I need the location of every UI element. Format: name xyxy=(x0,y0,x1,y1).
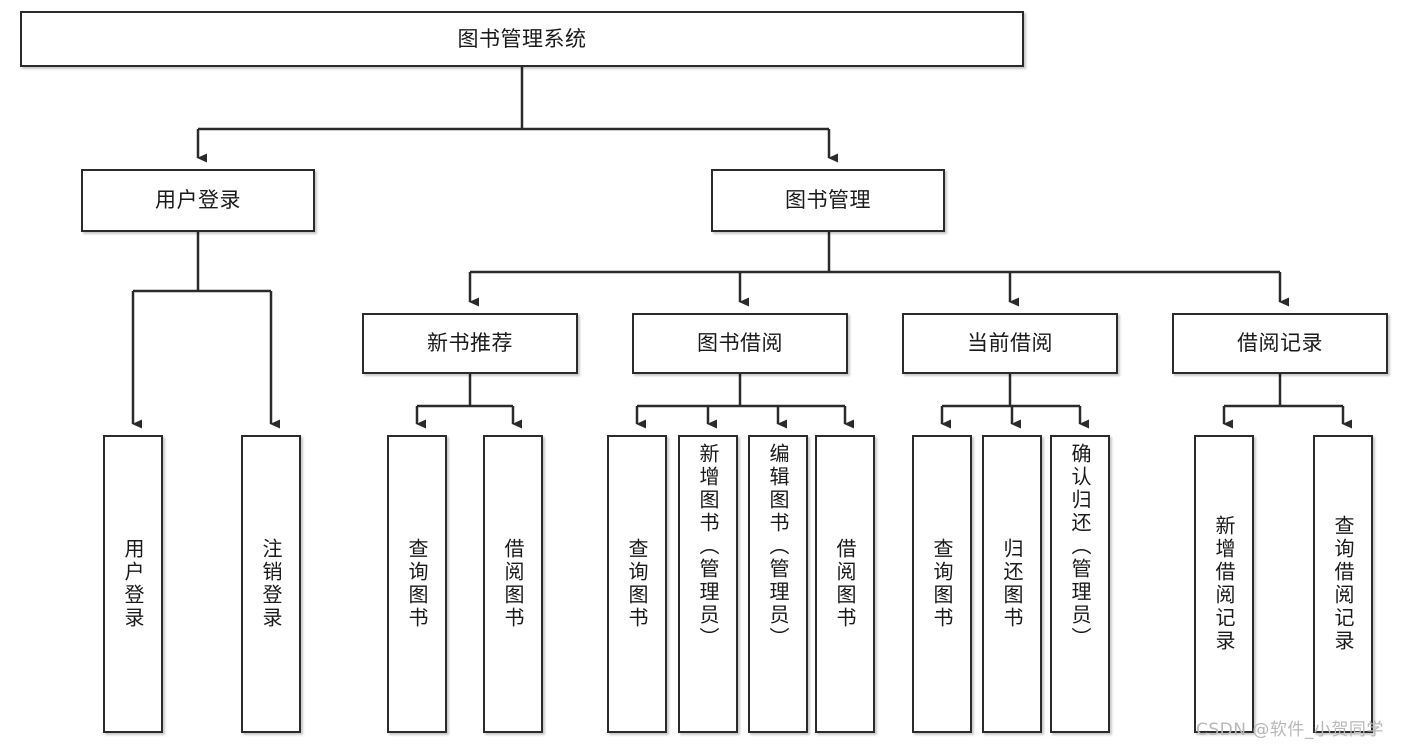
node-leaf-query-book-1-label: 查询图书 xyxy=(405,538,429,630)
node-leaf-query-book-2[interactable]: 查询图书 xyxy=(607,435,667,733)
node-leaf-logout-login-label: 注销登录 xyxy=(259,538,283,630)
node-leaf-query-book-1[interactable]: 查询图书 xyxy=(387,435,447,733)
node-user-login-label: 用户登录 xyxy=(155,188,241,213)
node-leaf-borrow-book-1-label: 借阅图书 xyxy=(501,538,525,630)
node-leaf-edit-book-admin-label: 编辑图书（管理员） xyxy=(766,443,790,650)
node-leaf-confirm-return-admin-label: 确认归还（管理员） xyxy=(1068,443,1092,650)
node-leaf-edit-book-admin[interactable]: 编辑图书（管理员） xyxy=(748,435,808,733)
node-leaf-query-borrow-record[interactable]: 查询借阅记录 xyxy=(1313,435,1373,733)
node-new-book-recommend[interactable]: 新书推荐 xyxy=(362,313,578,374)
node-leaf-query-book-2-label: 查询图书 xyxy=(625,538,649,630)
node-book-borrow[interactable]: 图书借阅 xyxy=(632,313,848,374)
node-leaf-confirm-return-admin[interactable]: 确认归还（管理员） xyxy=(1050,435,1110,733)
node-borrow-record[interactable]: 借阅记录 xyxy=(1172,313,1388,374)
node-leaf-borrow-book-1[interactable]: 借阅图书 xyxy=(483,435,543,733)
node-leaf-borrow-book-2-label: 借阅图书 xyxy=(833,538,857,630)
node-new-book-recommend-label: 新书推荐 xyxy=(427,331,513,356)
node-leaf-borrow-book-2[interactable]: 借阅图书 xyxy=(815,435,875,733)
node-leaf-query-book-3[interactable]: 查询图书 xyxy=(912,435,972,733)
node-current-borrow-label: 当前借阅 xyxy=(967,331,1053,356)
node-leaf-query-book-3-label: 查询图书 xyxy=(930,538,954,630)
node-leaf-user-login-label: 用户登录 xyxy=(121,538,145,630)
node-book-manage-label: 图书管理 xyxy=(785,188,871,213)
node-leaf-return-book[interactable]: 归还图书 xyxy=(982,435,1042,733)
csdn-watermark: CSDN @软件_小贺同学 xyxy=(1196,720,1384,740)
node-leaf-return-book-label: 归还图书 xyxy=(1000,538,1024,630)
node-book-borrow-label: 图书借阅 xyxy=(697,331,783,356)
node-borrow-record-label: 借阅记录 xyxy=(1237,331,1323,356)
node-leaf-add-borrow-record-label: 新增借阅记录 xyxy=(1212,515,1236,653)
node-leaf-add-borrow-record[interactable]: 新增借阅记录 xyxy=(1194,435,1254,733)
node-leaf-user-login[interactable]: 用户登录 xyxy=(103,435,163,733)
node-current-borrow[interactable]: 当前借阅 xyxy=(902,313,1118,374)
node-leaf-add-book-admin[interactable]: 新增图书（管理员） xyxy=(678,435,738,733)
node-root-label: 图书管理系统 xyxy=(457,26,587,51)
node-leaf-logout-login[interactable]: 注销登录 xyxy=(241,435,301,733)
node-leaf-add-book-admin-label: 新增图书（管理员） xyxy=(696,443,720,650)
node-book-manage[interactable]: 图书管理 xyxy=(711,169,945,232)
node-user-login[interactable]: 用户登录 xyxy=(81,169,315,232)
node-root-book-management-system[interactable]: 图书管理系统 xyxy=(20,11,1024,67)
node-leaf-query-borrow-record-label: 查询借阅记录 xyxy=(1331,515,1355,653)
